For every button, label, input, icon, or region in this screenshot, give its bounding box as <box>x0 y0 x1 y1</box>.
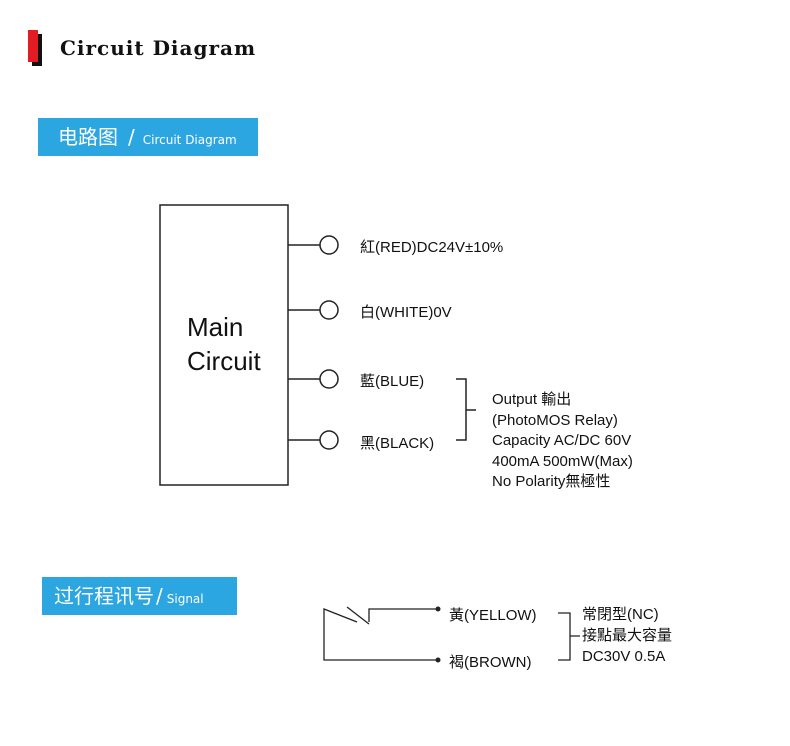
wire-blue-label: 藍(BLUE) <box>360 373 425 390</box>
main-circuit-box <box>159 204 289 486</box>
main-circuit-label-line2: Circuit <box>187 346 261 376</box>
output-spec-line: Output 輸出 <box>492 391 572 408</box>
signal-section-banner: 过行程讯号 / Signal <box>42 577 237 615</box>
signal-spec-line: 常閉型(NC) <box>582 606 659 623</box>
wire-red-terminal <box>319 235 339 255</box>
output-spec-line: (PhotoMOS Relay) <box>492 411 618 429</box>
circuit-section-separator: / <box>128 125 135 149</box>
output-spec: Output 輸出 (PhotoMOS Relay) Capacity AC/D… <box>492 390 633 493</box>
signal-spec: 常閉型(NC) 接點最大容量 DC30V 0.5A <box>582 604 672 667</box>
circuit-section-title-zh: 电路图 <box>58 125 118 149</box>
signal-spec-line: 接點最大容量 <box>582 627 673 644</box>
main-circuit-label-line1: Main <box>187 312 244 342</box>
signal-spec-line: DC30V 0.5A <box>582 648 666 665</box>
signal-brown-label: 褐(BROWN) <box>449 654 532 671</box>
signal-relay-switch-arm <box>346 606 370 625</box>
signal-yellow-label: 黃(YELLOW) <box>449 607 537 624</box>
main-circuit-label: Main Circuit <box>187 310 261 378</box>
signal-brown-terminal <box>435 657 441 663</box>
wire-black-terminal <box>319 430 339 450</box>
wire-white-label: 白(WHITE)0V <box>360 304 452 321</box>
wire-white-terminal <box>319 300 339 320</box>
wire-red-label: 紅(RED)DC24V±10% <box>360 239 504 256</box>
output-bracket <box>456 378 476 441</box>
signal-bracket <box>558 612 580 661</box>
wire-black-label: 黑(BLACK) <box>360 435 435 452</box>
signal-section-title-zh: 过行程讯号 <box>54 584 154 608</box>
signal-yellow-terminal <box>435 606 441 612</box>
signal-relay-contact <box>323 608 437 661</box>
circuit-section-title-en: Circuit Diagram <box>142 133 237 147</box>
header-accent-bar <box>28 30 38 62</box>
signal-section-separator: / <box>156 584 163 608</box>
output-spec-line: 400mA 500mW(Max) <box>492 452 633 470</box>
page-title: Circuit Diagram <box>60 36 257 60</box>
signal-section-title-en: Signal <box>166 592 204 606</box>
wire-blue-terminal <box>319 369 339 389</box>
output-spec-line: Capacity AC/DC 60V <box>492 432 632 449</box>
circuit-section-banner: 电路图 / Circuit Diagram <box>38 118 258 156</box>
output-spec-line: No Polarity無極性 <box>492 473 611 490</box>
